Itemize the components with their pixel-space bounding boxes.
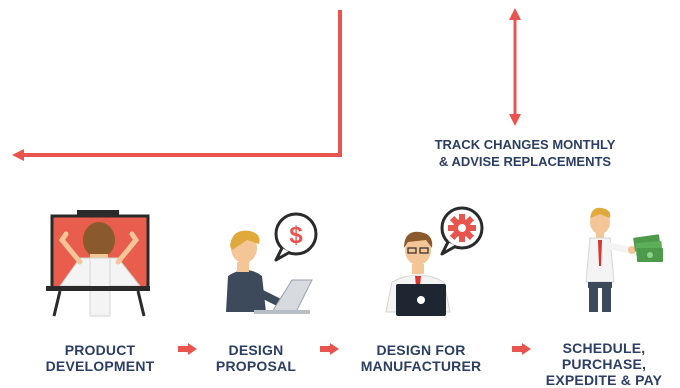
feedback-note-line-2: & ADVISE REPLACEMENTS (438, 154, 612, 169)
step-label-line: EXPEDITE & PAY (545, 372, 663, 388)
step-label-line: PRODUCT (64, 342, 136, 358)
businessman-holding-money-icon (585, 207, 663, 312)
step-label-design-for-manufacturer: DESIGN FOR MANUFACTURER (350, 342, 492, 374)
person-with-laptop-dollar-bubble-icon: $ (226, 212, 318, 314)
right-arrow-icon (512, 343, 531, 355)
step-label-line: SCHEDULE, (562, 340, 646, 356)
money-icon (633, 234, 663, 262)
feedback-loop-arrow (12, 10, 342, 161)
right-arrow-icon (320, 343, 339, 355)
gear-icon (448, 214, 476, 242)
step-label-design-proposal: DESIGN PROPOSAL (206, 342, 306, 374)
right-arrow-icon (178, 343, 197, 355)
step-label-line: PROPOSAL (215, 358, 297, 374)
person-with-laptop-gear-bubble-icon (385, 206, 484, 316)
person-at-monitor-icon (46, 210, 150, 317)
feedback-note: TRACK CHANGES MONTHLY & ADVISE REPLACEME… (398, 136, 652, 170)
dollar-icon: $ (289, 222, 303, 249)
step-label-line: DEVELOPMENT (45, 358, 155, 374)
double-headed-arrow-icon (509, 8, 521, 126)
step-label-line: DESIGN FOR (376, 342, 466, 358)
step-label-line: DESIGN (228, 342, 284, 358)
step-label-line: MANUFACTURER (360, 358, 482, 374)
step-label-schedule-purchase: SCHEDULE, PURCHASE, EXPEDITE & PAY (540, 340, 668, 388)
step-label-product-development: PRODUCT DEVELOPMENT (38, 342, 162, 374)
step-label-line: PURCHASE, (561, 356, 647, 372)
feedback-note-line-1: TRACK CHANGES MONTHLY (434, 137, 616, 152)
